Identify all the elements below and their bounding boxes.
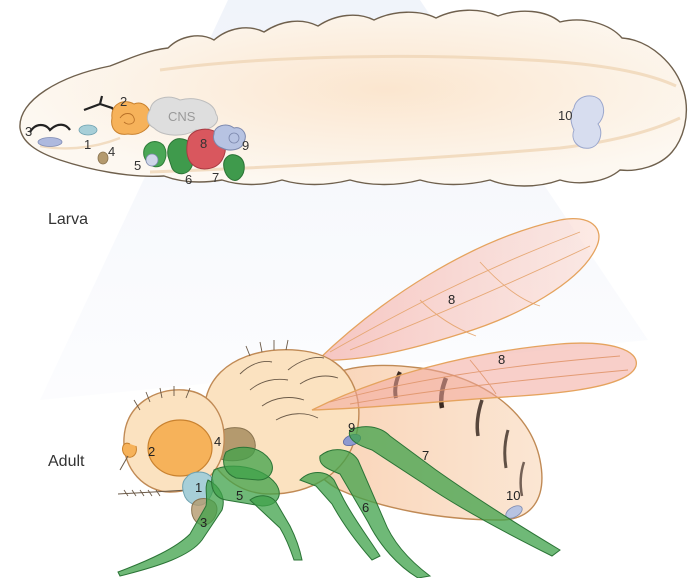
larva-organ-3: [38, 138, 62, 147]
adult-label-4: 4: [214, 434, 221, 449]
adult-label-7: 7: [422, 448, 429, 463]
larva-label-5: 5: [134, 158, 141, 173]
larva-label-1: 1: [84, 137, 91, 152]
larva-label-3: 3: [25, 124, 32, 139]
adult-label-6: 6: [362, 500, 369, 515]
larva-label-9: 9: [242, 138, 249, 153]
stage-label-larva: Larva: [48, 211, 88, 228]
adult-label-2: 2: [148, 444, 155, 459]
larva-label-7: 7: [212, 170, 219, 185]
adult-label-1: 1: [195, 480, 202, 495]
larva-label-8: 8: [200, 136, 207, 151]
adult-label-5: 5: [236, 488, 243, 503]
larva-label-4: 4: [108, 144, 115, 159]
larva-label-10: 10: [558, 108, 572, 123]
larva-organ-4: [98, 152, 108, 164]
adult-label-10: 10: [506, 488, 520, 503]
adult-label-3: 3: [200, 515, 207, 530]
larva-label-6: 6: [185, 172, 192, 187]
larva: 3 1 4 2 CNS 5 6 8 7 9 10: [20, 10, 686, 187]
larva-organ-1: [79, 125, 97, 135]
stage-label-adult: Adult: [48, 453, 85, 470]
adult-label-8-lower: 8: [498, 352, 505, 367]
larva-label-cns: CNS: [168, 109, 196, 124]
adult-label-8-upper: 8: [448, 292, 455, 307]
larva-organ-2: [112, 102, 151, 135]
adult-label-9: 9: [348, 420, 355, 435]
larva-organ-10: [571, 96, 604, 148]
larva-label-2: 2: [120, 94, 127, 109]
compound-eye: [148, 420, 212, 476]
